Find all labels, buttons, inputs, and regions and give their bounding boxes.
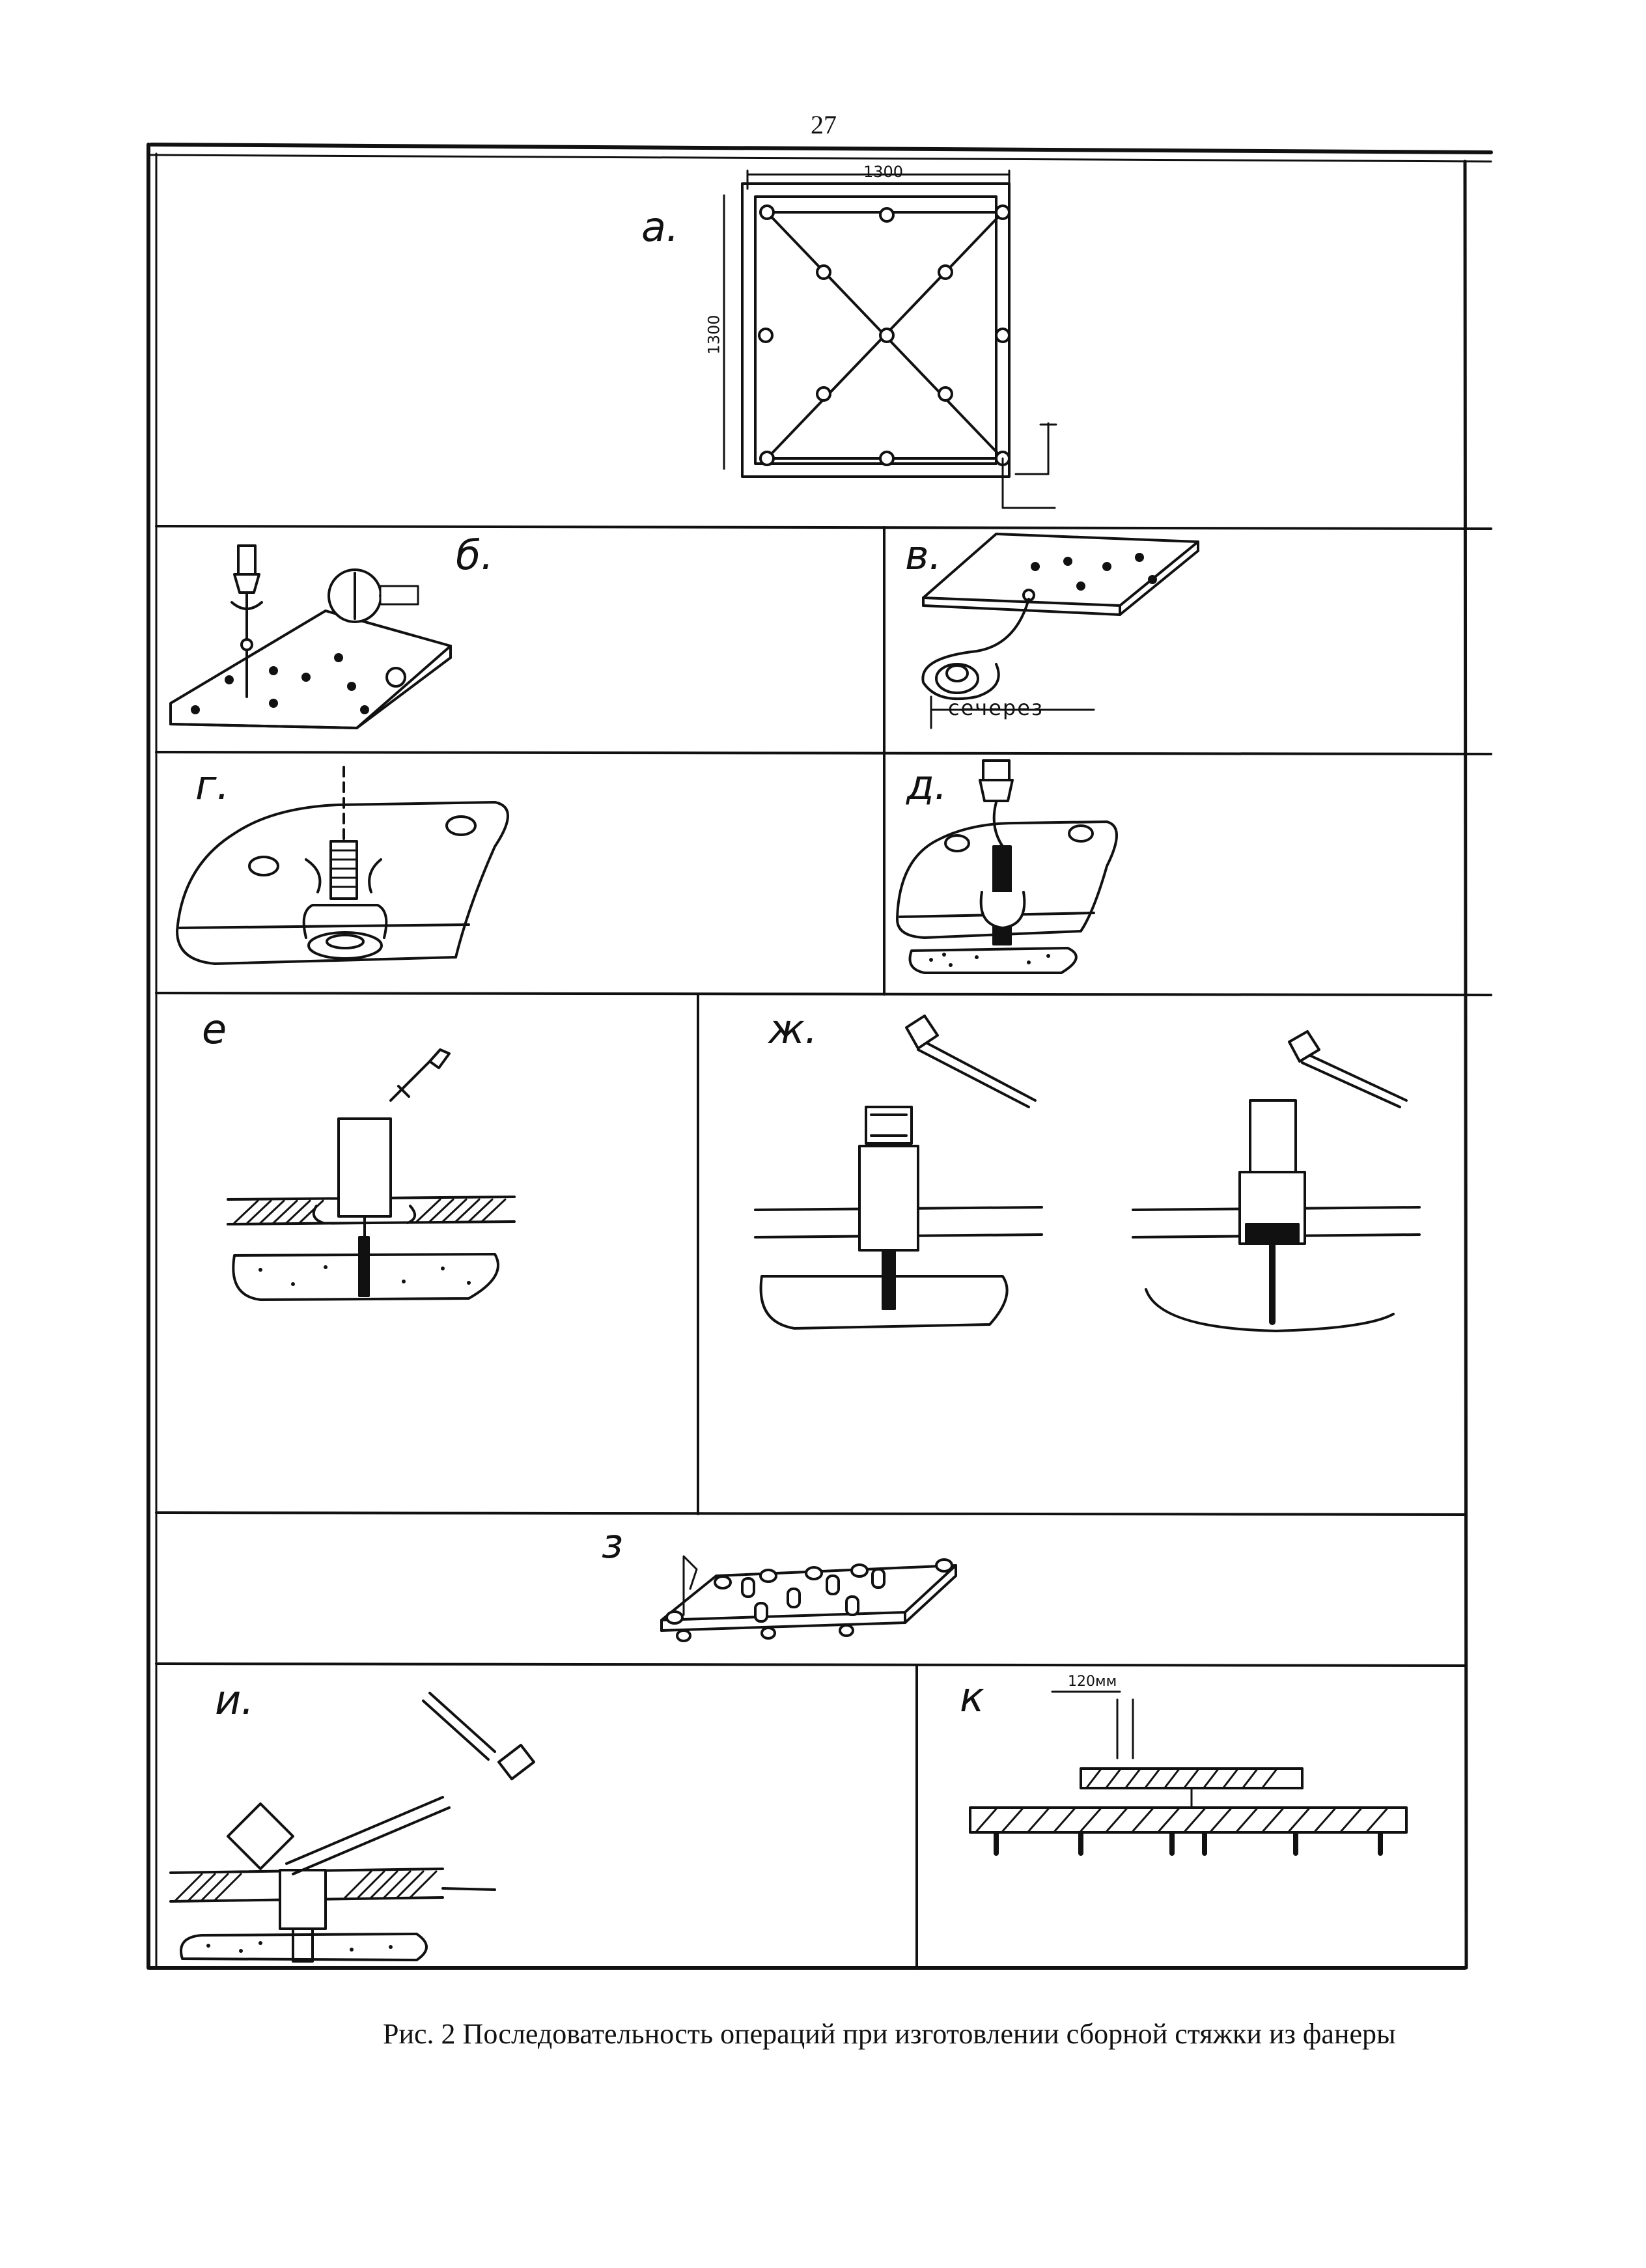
- panel-z-pins-drawing: [660, 1555, 957, 1642]
- panel-k-dimension: 120мм: [1068, 1673, 1117, 1690]
- panel-zh-label: ж.: [768, 1005, 818, 1053]
- panel-d-label: д.: [906, 761, 947, 809]
- panel-i-hammering-drawing: [169, 1692, 535, 1963]
- panel-v-callout: сечерез: [948, 695, 1044, 720]
- outer-border: [146, 143, 1493, 1970]
- panel-d-press-drawing: [896, 759, 1118, 974]
- panel-g-label: г.: [195, 761, 230, 809]
- panel-b-label: б.: [456, 531, 494, 579]
- panel-zh-hammering-drawing: [754, 1015, 1421, 1332]
- panel-k-label: к: [960, 1673, 984, 1721]
- panel-e-label: е: [202, 1005, 227, 1053]
- panel-v-label: в.: [905, 531, 942, 579]
- page-number: 27: [811, 110, 837, 139]
- panel-dividers: [155, 525, 1492, 1969]
- panel-e-sleeve-drawing: [227, 1048, 516, 1301]
- panel-g-insert-drawing: [176, 766, 509, 965]
- figure-caption: Рис. 2 Последовательность операций при и…: [383, 2018, 1396, 2050]
- panel-z-label: з: [602, 1520, 623, 1567]
- panel-a-height-dimension: 1300: [704, 315, 723, 355]
- panel-a-plan-drawing: [723, 169, 1057, 509]
- panel-i-label: и.: [215, 1676, 255, 1724]
- panel-b-drilling-drawing: [169, 544, 452, 729]
- panel-a-width-dimension: 1300: [863, 163, 904, 181]
- panel-k-assembly-drawing: [969, 1690, 1408, 1856]
- panel-a-label: а.: [641, 203, 679, 251]
- panel-v-plate-drawing: [921, 533, 1199, 729]
